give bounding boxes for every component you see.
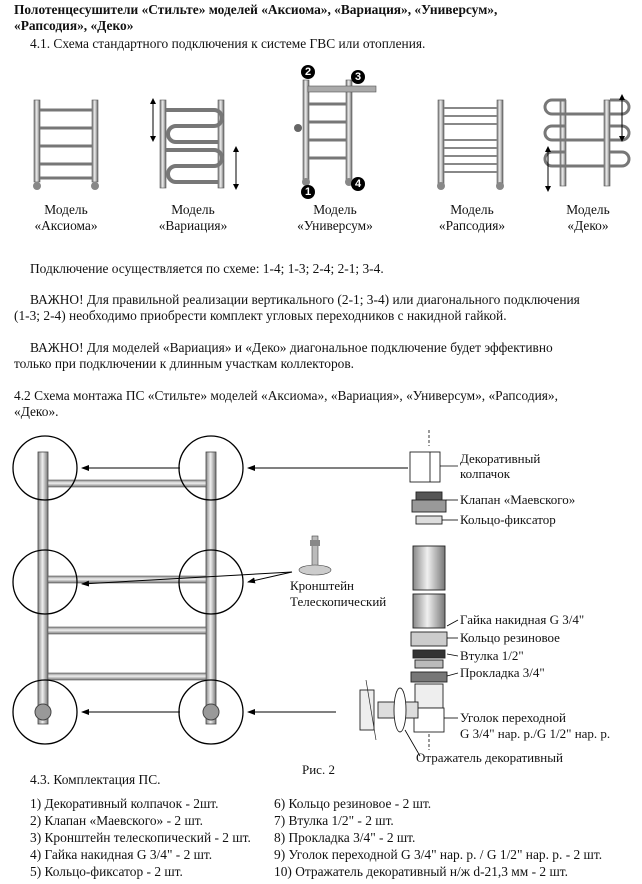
- kit-item: 3) Кронштейн телескопический - 2 шт.: [30, 830, 251, 845]
- section-4-2-heading: 4.2 Схема монтажа ПС «Стильте» моделей «…: [14, 388, 558, 403]
- label-bracket-cont: Телескопический: [290, 594, 387, 609]
- important-note-1-cont: (1-3; 2-4) необходимо приобрести комплек…: [14, 308, 507, 323]
- label-bushing: Втулка 1/2": [460, 648, 524, 663]
- section-4-3-heading: 4.3. Комплектация ПС.: [30, 772, 161, 787]
- model-caption-aksioma: Модель«Аксиома»: [34, 202, 98, 233]
- label-decorative-cap: Декоративный: [460, 451, 541, 466]
- model-variatsiya-drawing: [150, 98, 239, 190]
- marker-2: 2: [304, 66, 312, 78]
- label-reflector: Отражатель декоративный: [416, 750, 563, 765]
- figure-caption: Рис. 2: [302, 762, 335, 777]
- model-caption-deko: Модель«Деко»: [566, 202, 610, 233]
- connection-scheme-text: Подключение осуществляется по схеме: 1-4…: [30, 261, 384, 276]
- kit-item: 1) Декоративный колпачок - 2шт.: [30, 796, 219, 811]
- bracket-drawing: [298, 535, 332, 576]
- marker-3: 3: [354, 71, 362, 83]
- label-gasket: Прокладка 3/4": [460, 665, 545, 680]
- model-drawings: [33, 65, 631, 199]
- label-decorative-cap-cont: колпачок: [460, 466, 511, 481]
- document-title: Полотенцесушители «Стильте» моделей «Акс…: [14, 2, 498, 17]
- label-union-nut: Гайка накидная G 3/4": [460, 612, 585, 627]
- marker-4: 4: [354, 178, 362, 190]
- important-note-1: ВАЖНО! Для правильной реализации вертика…: [30, 292, 580, 307]
- kit-item: 2) Клапан «Маевского» - 2 шт.: [30, 813, 203, 828]
- label-angle-adapter: Уголок переходной: [460, 710, 566, 725]
- label-bracket: Кронштейн: [290, 578, 355, 593]
- document-title-cont: «Рапсодия», «Деко»: [14, 18, 134, 33]
- kit-item: 7) Втулка 1/2" - 2 шт.: [274, 813, 394, 828]
- kit-item: 4) Гайка накидная G 3/4" - 2 шт.: [30, 847, 213, 862]
- model-rapsodiya-drawing: [437, 99, 504, 190]
- label-mayevsky-valve: Клапан «Маевского»: [460, 492, 576, 507]
- important-note-2-cont: только при подключении к длинным участка…: [14, 356, 355, 371]
- model-caption-rapsodiya: Модель«Рапсодия»: [438, 202, 506, 233]
- kit-item: 8) Прокладка 3/4" - 2 шт.: [274, 830, 416, 845]
- kit-item: 5) Кольцо-фиксатор - 2 шт.: [30, 864, 183, 879]
- kit-item: 10) Отражатель декоративный н/ж d-21,3 м…: [274, 864, 568, 879]
- label-rubber-ring: Кольцо резиновое: [460, 630, 560, 645]
- kit-item: 9) Уголок переходной G 3/4" нар. р. / G …: [274, 847, 603, 862]
- exploded-assembly: [359, 430, 448, 750]
- label-fixing-ring: Кольцо-фиксатор: [460, 512, 556, 527]
- model-aksioma-drawing: [33, 99, 99, 190]
- model-deko-drawing: [543, 94, 631, 192]
- label-angle-adapter-cont: G 3/4" нар. р./G 1/2" нар. р.: [460, 726, 611, 741]
- model-caption-variatsiya: Модель«Вариация»: [158, 202, 228, 233]
- model-universum-drawing: [294, 65, 377, 199]
- section-4-1-heading: 4.1. Схема стандартного подключения к си…: [30, 36, 426, 51]
- marker-1: 1: [304, 186, 312, 198]
- important-note-2: ВАЖНО! Для моделей «Вариация» и «Деко» д…: [30, 340, 553, 355]
- model-caption-universum: Модель«Универсум»: [297, 202, 373, 233]
- towel-rail-drawing: [34, 451, 220, 725]
- kit-item: 6) Кольцо резиновое - 2 шт.: [274, 796, 432, 811]
- section-4-2-heading-cont: «Деко».: [14, 404, 59, 419]
